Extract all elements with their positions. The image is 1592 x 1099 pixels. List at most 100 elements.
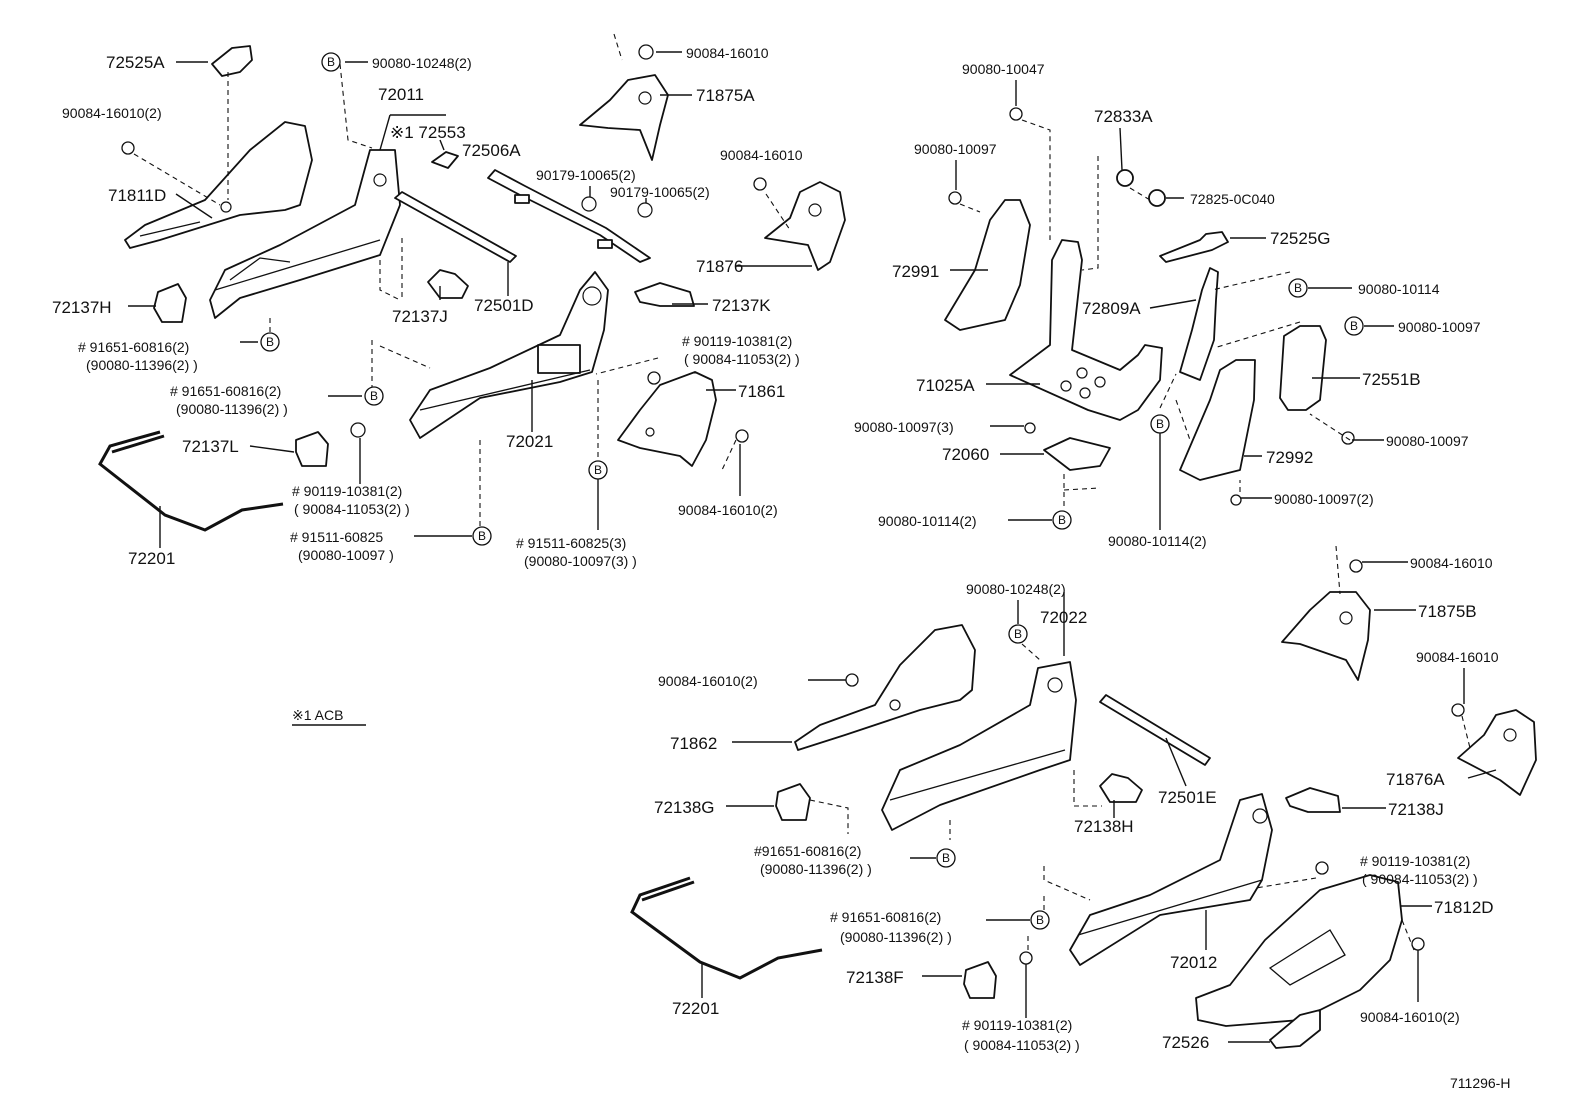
label-90080-10248-2-top: 90080-10248(2) — [372, 55, 472, 71]
label-72809A: 72809A — [1082, 299, 1141, 318]
label-72021: 72021 — [506, 432, 553, 451]
part-72011-shape — [209, 149, 401, 319]
label-91511-60825: # 91511-60825 — [290, 529, 383, 545]
label-90084-11053-2-b: ( 90084-11053(2) ) — [294, 501, 410, 517]
part-72021-shape — [409, 271, 609, 439]
label-90084-16010-mid: 90084-16010 — [720, 147, 803, 163]
label-90080-10114-2-a: 90080-10114(2) — [878, 513, 977, 529]
label-72501D: 72501D — [474, 296, 534, 315]
label-72060: 72060 — [942, 445, 989, 464]
part-72501E-shape — [1099, 694, 1211, 766]
part-71862-shape — [794, 624, 976, 751]
label-90080-10114-2-b: 90080-10114(2) — [1108, 533, 1207, 549]
label-90080-10097-b: 90080-10097 — [914, 141, 997, 157]
part-71875A-shape — [579, 74, 669, 161]
label-72526: 72526 — [1162, 1033, 1209, 1052]
part-72137H-shape — [153, 283, 187, 323]
label-72137J: 72137J — [392, 307, 448, 326]
label-91651-60816-2-a: # 91651-60816(2) — [78, 339, 189, 355]
svg-text:B: B — [1350, 319, 1358, 333]
diagram-code: 711296-H — [1450, 1075, 1510, 1091]
label-90084-16010-top: 90084-16010 — [686, 45, 769, 61]
label-90080-10248-2-bot: 90080-10248(2) — [966, 581, 1066, 597]
label-90080-10047: 90080-10047 — [962, 61, 1045, 77]
part-72137K-shape — [634, 282, 695, 307]
part-71812D-shape — [1195, 874, 1403, 1027]
callout-b-marker: B — [321, 52, 341, 72]
label-90080-10097-3-b: 90080-10097(3) — [854, 419, 954, 435]
svg-text:B: B — [1294, 281, 1302, 295]
label-71812D: 71812D — [1434, 898, 1494, 917]
part-72137L-shape — [295, 431, 329, 467]
label-72992: 72992 — [1266, 448, 1313, 467]
label-91651-60816-2-c: #91651-60816(2) — [754, 843, 861, 859]
part-72825-shape — [1148, 189, 1166, 207]
label-71811D: 71811D — [108, 186, 166, 205]
label-91651-60816-2-b: # 91651-60816(2) — [170, 383, 281, 399]
callout-b-marker: B — [472, 526, 492, 546]
label-91511-60825-3: # 91511-60825(3) — [516, 535, 626, 551]
label-90080-10097-d: 90080-10097 — [1386, 433, 1469, 449]
label-90080-10097-3-a: (90080-10097(3) ) — [524, 553, 637, 569]
label-72011: 72011 — [378, 85, 424, 104]
label-71862: 71862 — [670, 734, 717, 753]
part-72201-left-shape — [98, 430, 284, 532]
part-72809A-shape — [1179, 267, 1219, 381]
part-72201-left-inner — [111, 434, 165, 454]
label-90119-10381-2-c: # 90119-10381(2) — [1360, 853, 1470, 869]
label-72138G: 72138G — [654, 798, 715, 817]
label-90119-10381-2-d: # 90119-10381(2) — [962, 1017, 1072, 1033]
label-71876A: 71876A — [1386, 770, 1445, 789]
label-72825-0C040: 72825-0C040 — [1190, 191, 1275, 207]
part-72526-shape — [1269, 1009, 1321, 1049]
label-71025A: 71025A — [916, 376, 975, 395]
part-labels: 72525A 90080-10248(2) 90084-16010 90084-… — [52, 45, 1510, 1091]
label-90080-11396-2-b: (90080-11396(2) ) — [176, 401, 288, 417]
part-72201-bottom-shape — [630, 876, 823, 980]
callout-markers: B B B B B B B B B B B B — [260, 52, 1364, 930]
label-72138F: 72138F — [846, 968, 904, 987]
bolt-icons — [121, 44, 1465, 965]
callout-b-marker: B — [1052, 510, 1072, 530]
label-90119-10381-2-b: # 90119-10381(2) — [292, 483, 402, 499]
label-90080-11396-2-a: (90080-11396(2) ) — [86, 357, 198, 373]
leader-lines — [128, 51, 1497, 1043]
label-71876: 71876 — [696, 257, 743, 276]
svg-text:B: B — [1058, 513, 1066, 527]
svg-text:B: B — [594, 463, 602, 477]
label-72833A: 72833A — [1094, 107, 1153, 126]
svg-text:B: B — [942, 851, 950, 865]
label-90179-10065-2-a: 90179-10065(2) — [536, 167, 636, 183]
part-72506A-shape — [487, 169, 651, 263]
part-72992-shape — [1179, 359, 1256, 481]
label-71875A: 71875A — [696, 86, 755, 105]
label-72138J: 72138J — [1388, 800, 1444, 819]
part-72551B-shape — [1279, 325, 1327, 411]
svg-text:B: B — [266, 335, 274, 349]
label-90080-10097-2: 90080-10097(2) — [1274, 491, 1374, 507]
callout-b-marker: B — [1008, 624, 1028, 644]
label-72551B: 72551B — [1362, 370, 1421, 389]
svg-text:B: B — [1014, 627, 1022, 641]
part-72553-shape — [431, 151, 459, 169]
label-90084-16010-2-br: 90084-16010(2) — [1360, 1009, 1460, 1025]
label-90080-11396-2-d: (90080-11396(2) ) — [840, 929, 952, 945]
part-72501D-shape — [394, 191, 517, 263]
part-72138F-shape — [963, 961, 997, 999]
part-71025A-shape — [1009, 239, 1163, 421]
label-72137H: 72137H — [52, 298, 112, 317]
label-72525G: 72525G — [1270, 229, 1331, 248]
label-90080-10097-a: (90080-10097 ) — [298, 547, 394, 563]
label-90084-11053-2-c: ( 90084-11053(2) ) — [1362, 871, 1478, 887]
label-72201-b: 72201 — [672, 999, 719, 1018]
label-72201-a: 72201 — [128, 549, 175, 568]
label-90080-11396-2-c: (90080-11396(2) ) — [760, 861, 872, 877]
callout-b-marker: B — [588, 460, 608, 480]
part-72991-shape — [944, 199, 1031, 331]
part-72138H-shape — [1099, 773, 1143, 803]
label-90084-16010-2-bot: 90084-16010(2) — [658, 673, 758, 689]
callout-b-marker: B — [1288, 278, 1308, 298]
callout-b-marker: B — [364, 386, 384, 406]
